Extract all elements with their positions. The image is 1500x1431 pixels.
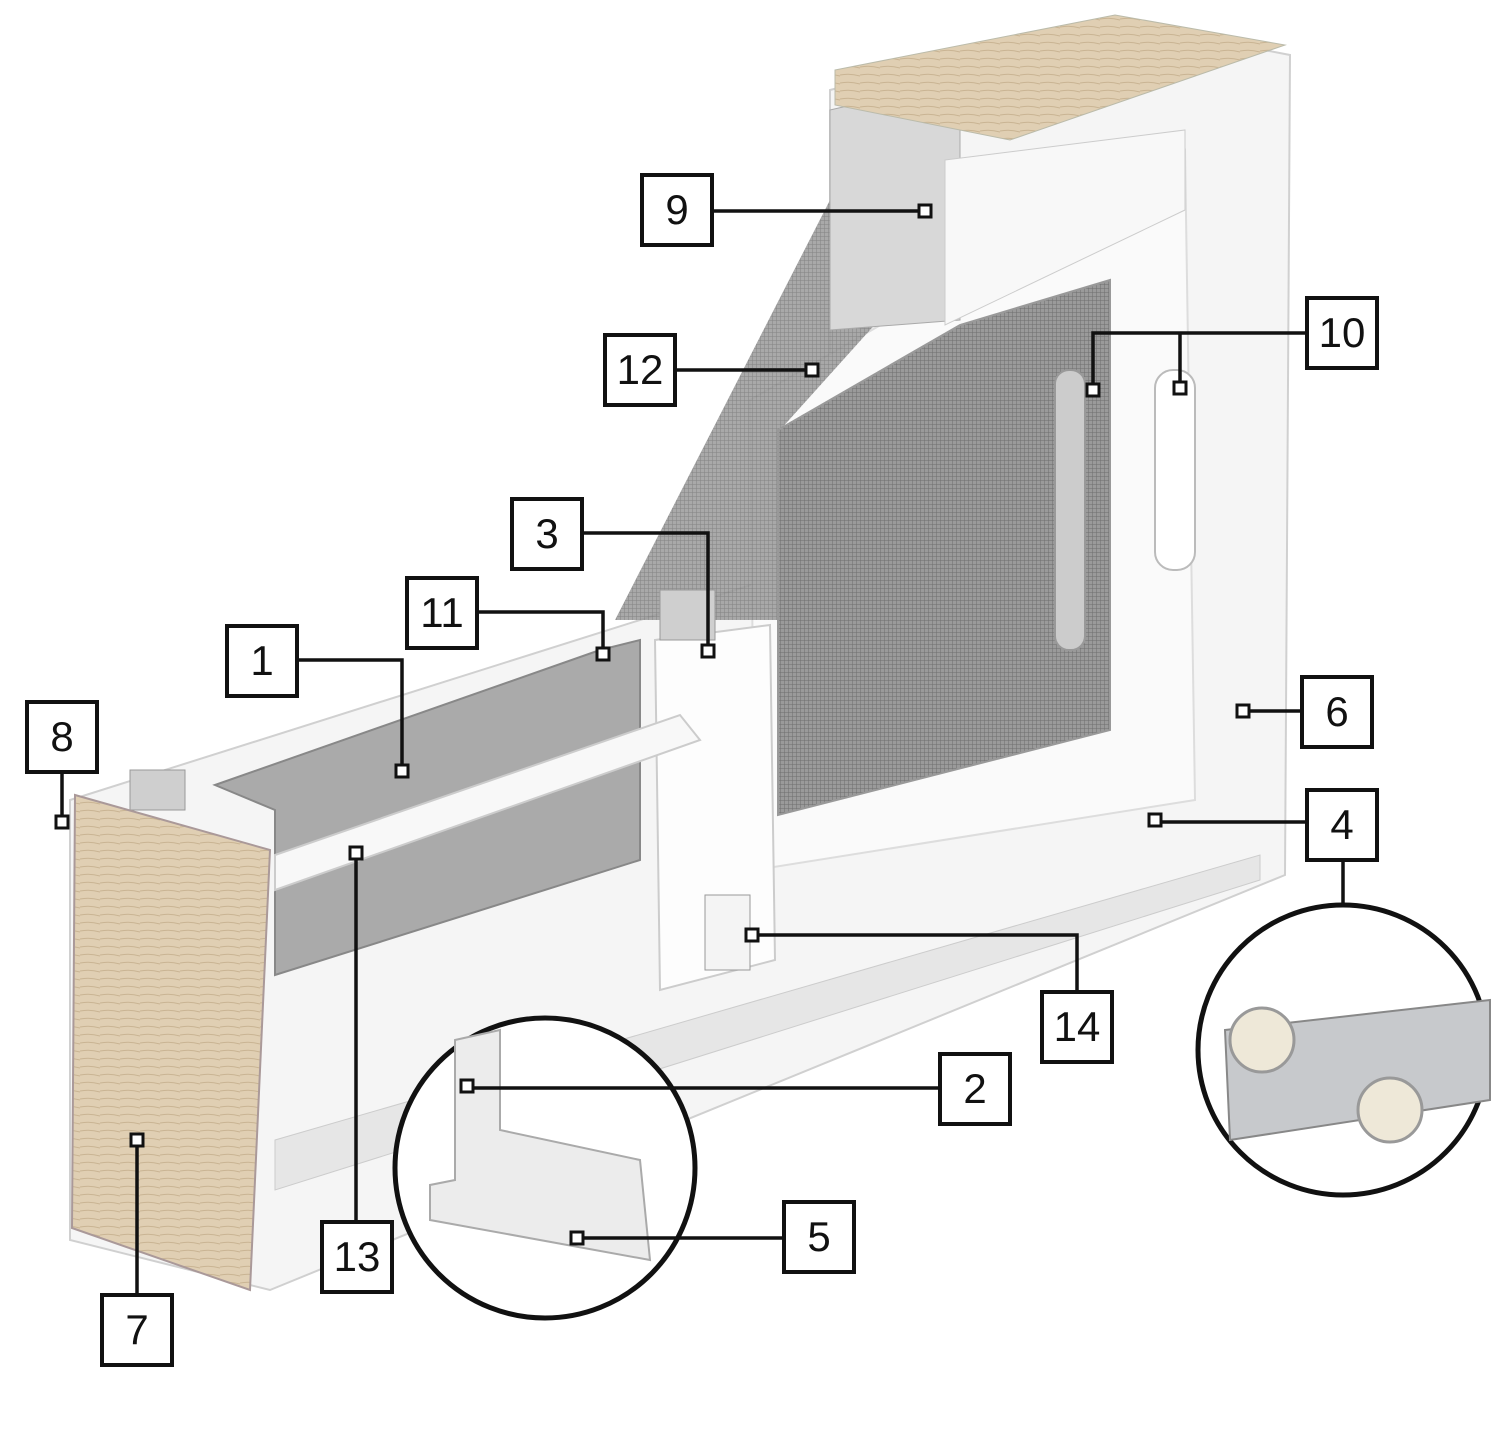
callout-8: 8 <box>25 700 99 774</box>
marker-points <box>54 203 1251 1246</box>
callout-3: 3 <box>510 497 584 571</box>
callout-9: 9 <box>640 173 714 247</box>
handle-exterior <box>1054 369 1086 651</box>
head-cover <box>944 129 1186 326</box>
roller-block <box>704 894 751 971</box>
wood-jamb <box>70 793 272 1292</box>
roller-wheel-2 <box>1356 1076 1424 1144</box>
callout-7: 7 <box>100 1293 174 1367</box>
callout-2: 2 <box>938 1052 1012 1126</box>
handle-interior <box>1154 369 1196 571</box>
callout-10: 10 <box>1305 296 1379 370</box>
callout-4: 4 <box>1305 788 1379 862</box>
callout-1: 1 <box>225 624 299 698</box>
roller-wheel-1 <box>1228 1006 1296 1074</box>
sliding-panel-glass <box>777 278 1111 817</box>
clip <box>129 769 186 811</box>
wood-cap-top <box>834 14 1287 141</box>
callout-11: 11 <box>405 576 479 650</box>
callout-6: 6 <box>1300 675 1374 749</box>
bar <box>274 713 702 892</box>
callout-12: 12 <box>603 333 677 407</box>
callout-5: 5 <box>782 1200 856 1274</box>
callout-13: 13 <box>320 1220 394 1294</box>
leader-lines <box>60 209 1345 1293</box>
callout-14: 14 <box>1040 990 1114 1064</box>
interlock-cap <box>659 589 716 641</box>
